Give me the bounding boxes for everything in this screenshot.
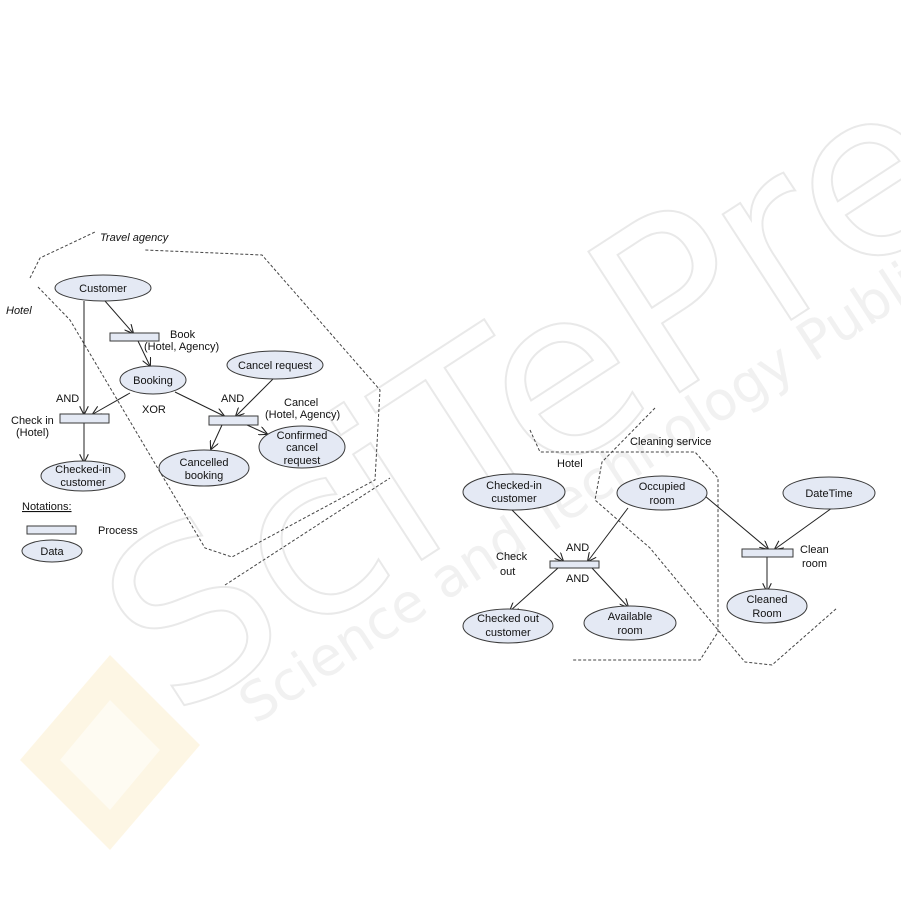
- label-checked-out-1: Checked out: [477, 613, 539, 625]
- label-cancelled-1: Cancelled: [180, 457, 229, 469]
- edge-cancel-cancelled: [211, 424, 223, 449]
- node-cancel-request: [226, 350, 324, 380]
- label-check-in-2: (Hotel): [16, 427, 49, 439]
- label-cleaned-2: Room: [752, 608, 781, 620]
- edge-customer-book: [104, 300, 133, 333]
- cleaning-service-boundary: [594, 407, 838, 666]
- legend-title: Notations:: [22, 501, 72, 513]
- watermark-logo: [20, 655, 200, 850]
- label-checked-in-2: customer: [60, 477, 106, 489]
- legend-data-symbol: [21, 539, 83, 563]
- region-cleaning-service: Cleaning service: [630, 436, 711, 448]
- node-available-room: [583, 605, 677, 641]
- region-hotel-right: Hotel: [557, 458, 583, 470]
- process-book: [109, 332, 160, 342]
- hotel-boundary-right: [529, 429, 719, 661]
- node-cleaned-room: [726, 588, 808, 624]
- operator-xor-booking: XOR: [142, 404, 166, 416]
- label-occupied-2: room: [649, 495, 674, 507]
- node-cancelled-booking: [158, 449, 250, 487]
- node-checked-in-customer-right: [462, 473, 566, 511]
- label-clean-room-2: room: [802, 558, 827, 570]
- edge-checkedin-checkout: [509, 507, 563, 561]
- node-booking: [119, 365, 187, 395]
- label-book-1: Book: [170, 329, 196, 341]
- label-confirmed-1: Confirmed: [277, 430, 328, 442]
- edge-occupied-clean: [704, 495, 768, 549]
- edge-occupied-checkout: [588, 507, 629, 561]
- edge-cancelrequest-cancel: [236, 377, 275, 416]
- edge-cancel-confirmed: [246, 424, 267, 434]
- label-customer: Customer: [79, 283, 127, 295]
- edge-datetime-clean: [775, 507, 833, 549]
- process-check-in: [59, 413, 110, 424]
- edge-booking-checkin: [93, 392, 131, 414]
- operator-and-cancel: AND: [221, 393, 244, 405]
- edge-book-booking: [137, 340, 150, 366]
- label-cancel-1: Cancel: [284, 397, 318, 409]
- label-check-out-1: Check: [496, 551, 528, 563]
- region-travel-agency: Travel agency: [100, 232, 170, 244]
- label-r-checked-in-1: Checked-in: [486, 480, 542, 492]
- node-datetime: [782, 476, 876, 510]
- label-available-2: room: [617, 625, 642, 637]
- label-available-1: Available: [608, 611, 652, 623]
- region-hotel-left: Hotel: [6, 305, 32, 317]
- operator-and-check-out-top: AND: [566, 542, 589, 554]
- label-confirmed-2: cancel: [286, 442, 318, 454]
- label-cancelled-2: booking: [185, 470, 224, 482]
- legend: Notations: Process Data: [21, 501, 138, 563]
- node-customer: [54, 274, 152, 302]
- node-occupied-room: [616, 475, 708, 511]
- watermark: SciTePress Science and Technology Public…: [20, 0, 901, 850]
- process-clean-room: [741, 548, 794, 558]
- legend-process-label: Process: [98, 525, 138, 537]
- hotel-boundary-left: [37, 249, 381, 558]
- label-check-out-2: out: [500, 566, 515, 578]
- process-cancel: [208, 415, 259, 426]
- label-check-in-1: Check in: [11, 415, 54, 427]
- node-confirmed-cancel-request: [258, 425, 346, 469]
- hotel-boundary-left-bottom: [224, 477, 391, 586]
- label-checked-out-2: customer: [485, 627, 531, 639]
- label-checked-in-1: Checked-in: [55, 464, 111, 476]
- travel-agency-boundary: [29, 231, 96, 279]
- process-check-out: [549, 560, 600, 569]
- right-diagram: Cleaning service Hotel Checked-in custom…: [462, 407, 876, 666]
- node-checked-out-customer: [462, 608, 554, 644]
- legend-data-label: Data: [40, 546, 64, 558]
- label-clean-room-1: Clean: [800, 544, 829, 556]
- label-cancel-request: Cancel request: [238, 360, 312, 372]
- label-cancel-2: (Hotel, Agency): [265, 409, 340, 421]
- edge-checkout-available: [591, 567, 628, 607]
- edge-booking-cancel: [174, 391, 224, 416]
- label-confirmed-3: request: [284, 455, 321, 467]
- label-occupied-1: Occupied: [639, 481, 685, 493]
- edge-checkout-checkedout: [510, 567, 559, 611]
- label-datetime: DateTime: [805, 488, 852, 500]
- legend-process-symbol: [26, 525, 77, 535]
- operator-and-check-out-bottom: AND: [566, 573, 589, 585]
- label-r-checked-in-2: customer: [491, 493, 537, 505]
- label-cleaned-1: Cleaned: [747, 594, 788, 606]
- label-book-2: (Hotel, Agency): [144, 341, 219, 353]
- node-checked-in-customer: [40, 460, 126, 492]
- left-diagram: Travel agency Hotel Customer Booking Can…: [6, 231, 391, 586]
- label-booking: Booking: [133, 375, 173, 387]
- operator-and-check-in: AND: [56, 393, 79, 405]
